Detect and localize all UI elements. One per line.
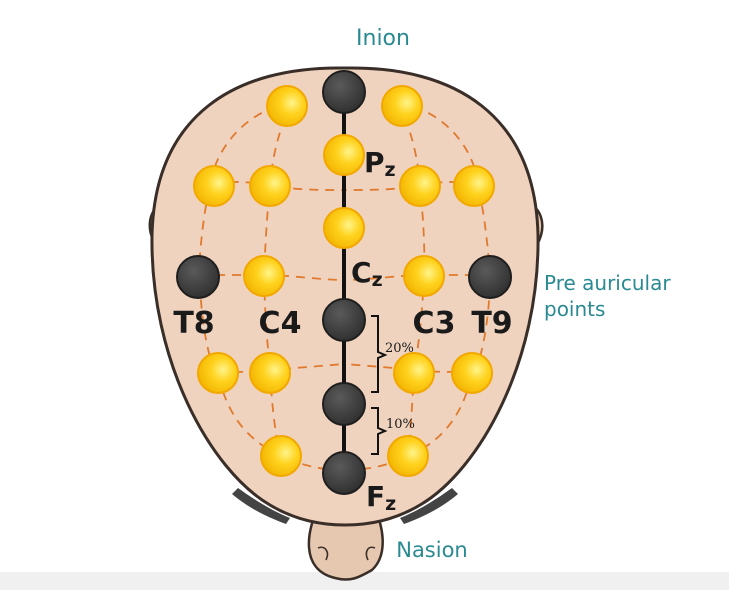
label-pre-auricular-line1: Pre auricular	[544, 271, 671, 295]
electrode-cz	[323, 299, 365, 341]
electrode-t9	[469, 256, 511, 298]
label-20pct: 20%	[385, 341, 414, 356]
electrode-gold	[388, 436, 428, 476]
electrode-gold	[382, 86, 422, 126]
electrode-inion	[323, 71, 365, 113]
electrode-gold	[394, 353, 434, 393]
label-10pct: 10%	[386, 417, 415, 432]
label-nasion: Nasion	[396, 538, 468, 562]
electrode-gold	[198, 353, 238, 393]
electrode-gold	[452, 353, 492, 393]
electrode-gold	[454, 166, 494, 206]
label-c4: C4	[259, 306, 302, 341]
label-t8: T8	[173, 306, 214, 341]
electrode-gold	[261, 436, 301, 476]
electrode-gold	[404, 256, 444, 296]
electrode-gold	[250, 353, 290, 393]
electrode-gold	[400, 166, 440, 206]
label-t9: T9	[471, 306, 512, 341]
electrode-gold	[250, 166, 290, 206]
electrode-gold	[324, 135, 364, 175]
electrode-fz	[323, 452, 365, 494]
label-inion: Inion	[356, 26, 410, 51]
electrode-mid	[323, 383, 365, 425]
label-pre-auricular-line2: points	[544, 297, 605, 321]
label-c3: C3	[413, 306, 456, 341]
electrode-gold	[324, 208, 364, 248]
electrode-gold	[244, 256, 284, 296]
electrode-t8	[177, 256, 219, 298]
electrode-gold	[194, 166, 234, 206]
electrode-gold	[267, 86, 307, 126]
